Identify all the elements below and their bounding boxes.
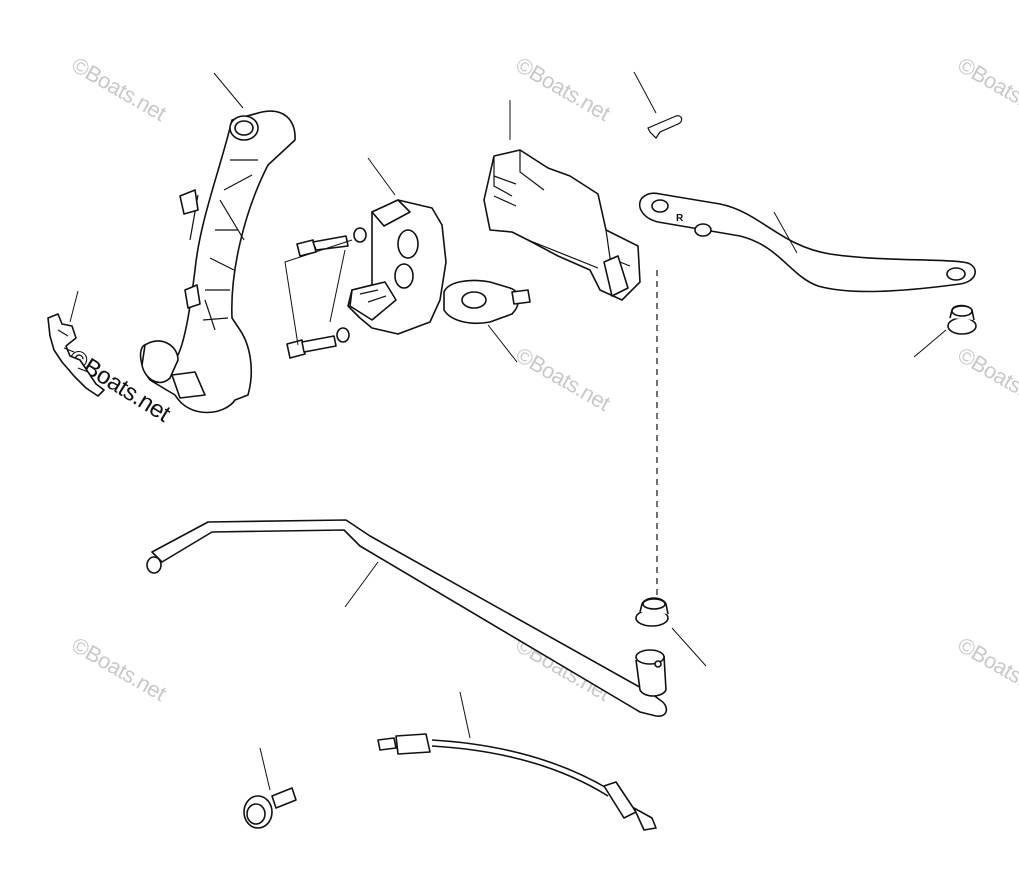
bushing-right xyxy=(947,304,977,335)
shift-cable xyxy=(377,733,657,831)
bushing-rod xyxy=(635,597,669,627)
shift-rod xyxy=(146,519,668,717)
switch-gasket xyxy=(443,279,531,325)
leader-line-bolts xyxy=(284,239,353,346)
leader-line-bushing-rod xyxy=(671,627,707,667)
wire-clip xyxy=(47,313,105,397)
hex-bolt xyxy=(243,787,297,829)
leader-line-arm xyxy=(213,72,244,109)
shift-arm-bracket xyxy=(139,110,296,414)
bolt-upper xyxy=(296,227,367,257)
shift-lever-mark: R xyxy=(676,213,684,224)
interrupter-bracket xyxy=(347,199,447,335)
leader-line-bushing-right xyxy=(913,329,947,358)
shift-lever: R xyxy=(638,192,976,293)
leader-line-bracket xyxy=(367,157,396,196)
leader-line-bolt xyxy=(259,747,271,791)
leader-line-lever xyxy=(773,211,798,254)
shift-switch-housing xyxy=(483,149,641,301)
leader-line-cable xyxy=(459,691,471,739)
leader-line-rod xyxy=(344,561,379,608)
leader-line-cotter xyxy=(633,71,657,114)
cotter-pin xyxy=(647,115,683,139)
leader-line-clip xyxy=(69,290,79,323)
leader-line-gasket xyxy=(487,324,518,363)
bolt-lower xyxy=(286,327,350,359)
